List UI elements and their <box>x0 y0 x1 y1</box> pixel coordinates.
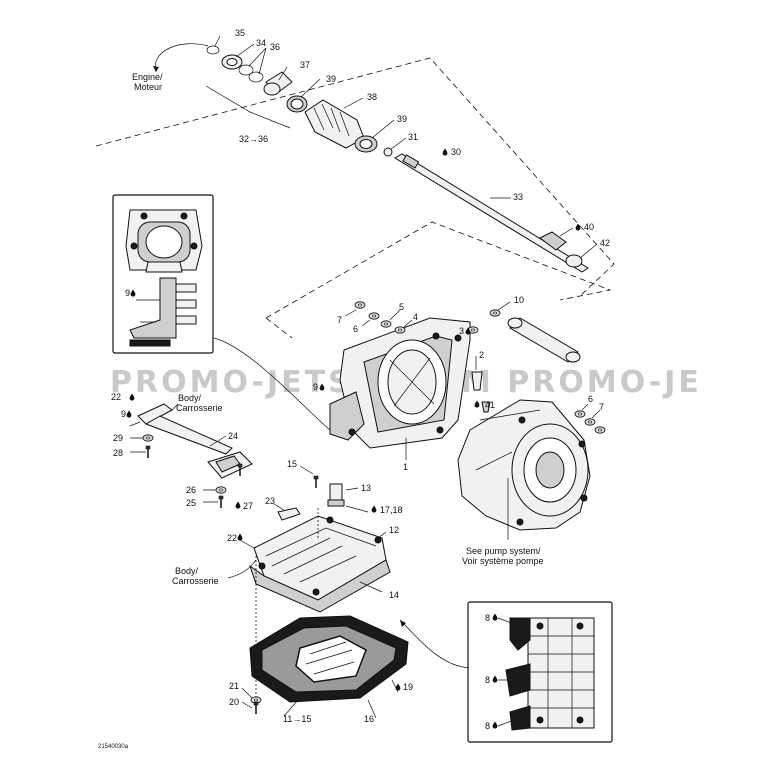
pump-system-label-fr: Voir système pompe <box>462 556 544 566</box>
callout-39: 39 <box>326 74 336 84</box>
ride-plate <box>239 515 391 613</box>
callout-1: 1 <box>403 462 408 472</box>
callout-13: 13 <box>361 483 371 493</box>
callout-12: 12 <box>389 525 399 535</box>
pump-housing <box>457 399 591 540</box>
dashed-outline-lower <box>265 317 293 339</box>
callout-35: 35 <box>235 28 245 38</box>
callout-20: 20 <box>229 697 239 707</box>
callout-22: 22 <box>227 533 237 543</box>
callout-6: 6 <box>588 394 593 404</box>
dashed-outline-drive <box>95 57 615 297</box>
body-label: Body/ <box>175 566 199 576</box>
callout-37: 37 <box>300 60 310 70</box>
fitting-parts <box>299 465 369 513</box>
group-bracket-32-36 <box>205 85 291 129</box>
callout-34: 34 <box>256 38 266 48</box>
motor-label: Moteur <box>134 82 162 92</box>
callout-8: 8 <box>485 675 490 685</box>
carrosserie-label: Carrosserie <box>176 403 223 413</box>
callout-9-housing: 9 <box>313 382 318 392</box>
callout-21: 21 <box>229 681 239 691</box>
bar-part <box>507 317 581 363</box>
callout-36: 36 <box>270 42 280 52</box>
hardware-upper-center <box>344 301 511 413</box>
hardware-right <box>574 403 606 434</box>
callout-30: 30 <box>451 147 461 157</box>
callout-38: 38 <box>367 92 377 102</box>
pump-system-label: See pump system/ <box>466 546 541 556</box>
diagram-code: 21540030a <box>98 744 129 750</box>
callout-29: 29 <box>113 433 123 443</box>
callout-9: 9 <box>125 288 130 298</box>
engine-arrow <box>154 43 209 73</box>
body-label: Body/ <box>178 393 202 403</box>
callout-4: 4 <box>413 312 418 322</box>
bracket-assembly <box>129 403 253 509</box>
dashed-outline-housing <box>265 221 612 319</box>
callout-40: 40 <box>584 222 594 232</box>
callout-31: 31 <box>408 132 418 142</box>
callout-5: 5 <box>399 302 404 312</box>
pad-part <box>277 507 301 521</box>
engine-label: Engine/ <box>132 72 163 82</box>
callout-33: 33 <box>513 192 523 202</box>
callout-42: 42 <box>600 238 610 248</box>
callout-8: 8 <box>485 613 490 623</box>
callout-7: 7 <box>599 402 604 412</box>
housing-assembly <box>329 317 471 460</box>
connector-line-lower <box>399 619 471 669</box>
callout-3: 3 <box>459 326 464 336</box>
callout-25: 25 <box>186 498 196 508</box>
callout-7: 7 <box>337 315 342 325</box>
callout-6: 6 <box>353 324 358 334</box>
callout-14: 14 <box>389 590 399 600</box>
intake-grate <box>241 615 409 719</box>
drive-shaft-group <box>153 35 598 273</box>
callout-10: 10 <box>514 295 524 305</box>
callout-8: 8 <box>485 721 490 731</box>
callout-24: 24 <box>228 431 238 441</box>
callout-16: 16 <box>364 714 374 724</box>
callout-27: 27 <box>243 501 253 511</box>
inset-box-lower <box>467 601 613 743</box>
callout-26: 26 <box>186 485 196 495</box>
callout-2: 2 <box>479 350 484 360</box>
callout-9: 9 <box>121 409 126 419</box>
callout-22: 22 <box>111 392 121 402</box>
callout-11-15: 11→15 <box>283 714 311 724</box>
carrosserie-label: Carrosserie <box>172 576 219 586</box>
callout-28: 28 <box>113 448 123 458</box>
callout-23: 23 <box>265 496 275 506</box>
callout-15: 15 <box>287 459 297 469</box>
callout-32-36: 32→36 <box>239 134 268 144</box>
callout-17-18: 17,18 <box>380 505 403 515</box>
callout-41: 41 <box>485 400 495 410</box>
callout-19: 19 <box>403 682 413 692</box>
callout-39: 39 <box>397 114 407 124</box>
inset-box-upper <box>112 194 214 354</box>
